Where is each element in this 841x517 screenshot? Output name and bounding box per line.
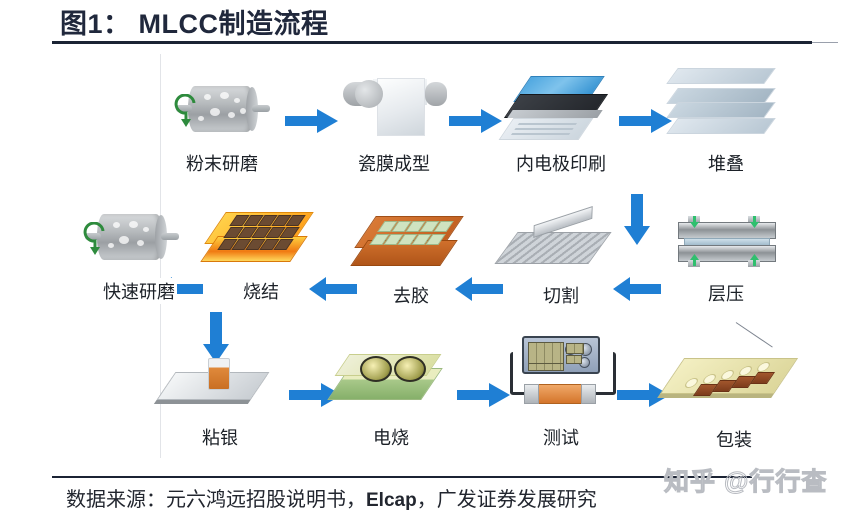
step-label: 快速研磨 (101, 278, 177, 304)
binder-burnout-block-icon (350, 216, 464, 276)
flow-arrow-right (449, 108, 503, 134)
silver-termination-icon (156, 358, 274, 414)
electro-firing-bath-icon (327, 354, 446, 408)
process-step-binder-removal: 去胶 (350, 216, 471, 310)
step-label: 瓷膜成型 (358, 154, 430, 174)
process-step-fast-milling: 快速研磨 (51, 212, 181, 310)
process-step-stacking: 堆叠 (661, 68, 791, 180)
process-step-silver-termination: 粘银 (145, 358, 295, 454)
rotation-arrow-icon (174, 94, 196, 127)
flow-arrow-right (617, 382, 671, 408)
source-latin: Elcap (366, 490, 417, 511)
process-step-cutting: 切割 (494, 206, 621, 310)
flow-arrow-down-milling-to-silver (202, 312, 230, 364)
step-label: 烧结 (243, 282, 279, 302)
header-divider (52, 41, 838, 44)
flow-arrow-right (619, 108, 673, 134)
sintered-block-icon (200, 212, 314, 272)
process-step-inner-electrode-printing: 内电极印刷 (491, 76, 631, 180)
ball-mill-icon (83, 212, 179, 264)
process-step-sintering: 烧结 (200, 212, 321, 310)
flow-arrow-down-stack-to-lamination (623, 194, 651, 246)
press-force-arrow-icon (690, 254, 699, 266)
ball-mill-icon (174, 84, 270, 136)
flow-arrow-left (309, 276, 357, 302)
source-prefix: 数据来源：元六鸿远招股说明书， (66, 489, 366, 511)
flow-arrow-right (285, 108, 339, 134)
sheet-stack-icon (666, 68, 780, 146)
screen-printer-icon (498, 76, 616, 142)
lamination-press-icon (674, 214, 778, 270)
process-step-ceramic-film-forming: 瓷膜成型 (329, 76, 459, 180)
tape-reel-packaging-icon (659, 322, 799, 412)
flow-arrow-left (613, 276, 661, 302)
watermark: 知乎 @行行查 (663, 468, 828, 497)
step-label: 内电极印刷 (516, 154, 606, 174)
process-step-testing: 测试 (491, 336, 631, 454)
process-step-lamination: 层压 (661, 214, 791, 310)
press-force-arrow-icon (750, 216, 759, 228)
step-label: 去胶 (393, 286, 429, 306)
press-force-arrow-icon (750, 254, 759, 266)
flow-arrow-right (289, 382, 343, 408)
step-label: 层压 (708, 284, 744, 304)
step-label: 电烧 (373, 428, 409, 448)
step-label: 堆叠 (708, 154, 744, 174)
cutting-blade-icon (494, 206, 616, 272)
step-label: 切割 (543, 286, 579, 306)
process-step-electro-firing: 电烧 (321, 354, 461, 454)
step-label: 包装 (716, 430, 752, 450)
process-step-powder-milling: 粉末研磨 (157, 84, 287, 180)
flow-arrow-left (455, 276, 503, 302)
footer-divider (52, 476, 752, 478)
process-flow-diagram: 粉末研磨 瓷膜成型 (83, 54, 801, 458)
process-step-packaging: 包装 (659, 322, 809, 454)
tape-caster-icon (339, 76, 449, 138)
step-label: 粉末研磨 (186, 154, 258, 174)
source-note: 数据来源：元六鸿远招股说明书，Elcap，广发证券发展研究 (66, 483, 597, 512)
test-equipment-icon (506, 336, 616, 406)
press-force-arrow-icon (690, 216, 699, 228)
step-label: 测试 (543, 428, 579, 448)
rotation-arrow-icon (83, 222, 105, 255)
flow-arrow-right (457, 382, 511, 408)
step-label: 粘银 (202, 428, 238, 448)
source-suffix: ，广发证券发展研究 (416, 489, 597, 511)
page-title: 图1： MLCC制造流程 (60, 9, 329, 39)
